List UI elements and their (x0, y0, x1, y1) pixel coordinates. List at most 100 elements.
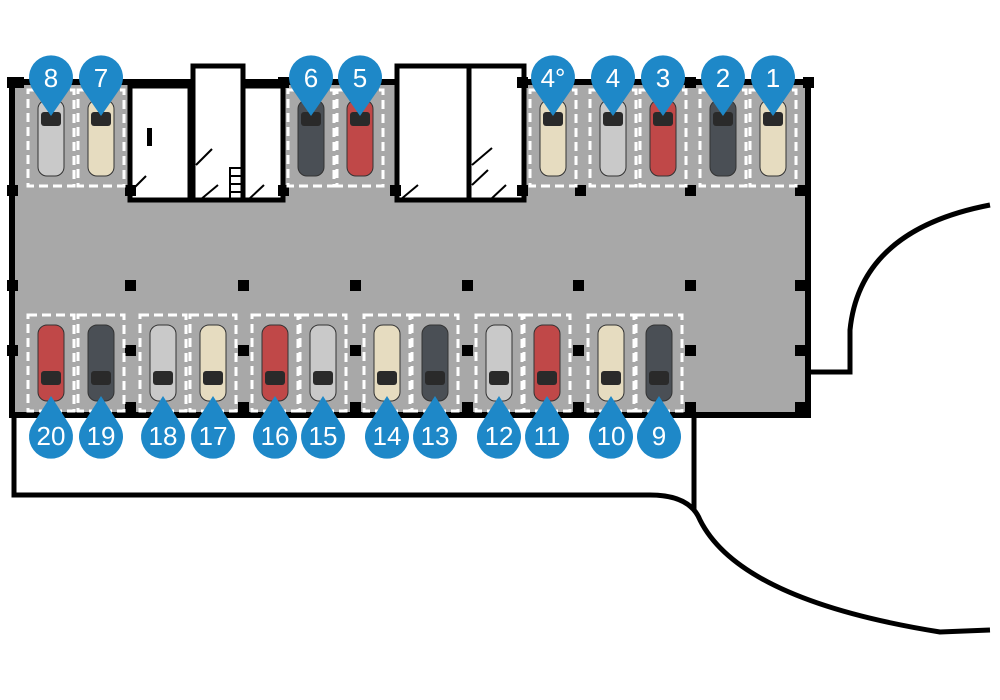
location-pin-icon[interactable] (337, 55, 382, 116)
parking-spot-11[interactable] (522, 313, 572, 413)
column (795, 185, 806, 196)
spot-number: 20 (36, 421, 66, 451)
column (573, 345, 584, 356)
spot-number: 14 (372, 421, 402, 451)
spot-number: 12 (484, 421, 514, 451)
parking-spot-12[interactable] (474, 313, 524, 413)
location-pin-icon[interactable] (477, 396, 522, 459)
column (125, 185, 136, 196)
column (795, 280, 806, 291)
spot-number: 9 (651, 421, 667, 451)
spot-number: 3 (655, 63, 671, 93)
service-rooms (127, 63, 527, 203)
column (238, 345, 249, 356)
car-windshield (713, 112, 733, 126)
column (7, 77, 18, 88)
spot-number: 4° (540, 63, 566, 93)
car-windshield (203, 371, 223, 385)
spot-number: 19 (86, 421, 116, 451)
location-pin-icon[interactable] (701, 55, 746, 116)
car-windshield (543, 112, 563, 126)
spot-number: 18 (148, 421, 178, 451)
parking-spot-17[interactable] (188, 313, 238, 413)
column (278, 77, 289, 88)
column (7, 280, 18, 291)
car (309, 324, 337, 402)
car-windshield (763, 112, 783, 126)
stairs (229, 167, 245, 201)
location-pin-icon[interactable] (289, 55, 333, 116)
column (685, 185, 696, 196)
column (573, 402, 584, 413)
spot-number: 5 (352, 63, 368, 93)
car (533, 324, 561, 402)
car-windshield (489, 371, 509, 385)
spot-number: 16 (260, 421, 290, 451)
column (685, 280, 696, 291)
car (199, 324, 227, 402)
location-pin-icon[interactable] (29, 55, 73, 116)
column (125, 345, 136, 356)
parking-spot-20[interactable] (26, 313, 76, 413)
location-pin-icon[interactable] (301, 396, 346, 459)
column (350, 280, 361, 291)
spot-number: 17 (198, 421, 228, 451)
car (149, 324, 177, 402)
column (7, 345, 18, 356)
location-pin-icon[interactable] (525, 396, 569, 459)
location-pin-icon[interactable] (253, 396, 298, 459)
spot-number: 10 (596, 421, 626, 451)
spot-number: 1 (765, 63, 781, 93)
car (485, 324, 513, 402)
location-pin-icon[interactable] (191, 396, 236, 459)
location-pin-icon[interactable] (141, 396, 185, 459)
parking-spot-10[interactable] (586, 313, 636, 413)
location-pin-icon[interactable] (591, 55, 635, 116)
car-windshield (313, 371, 333, 385)
column (238, 280, 249, 291)
column (462, 280, 473, 291)
spot-number: 4 (605, 63, 621, 93)
location-pin-icon[interactable] (29, 396, 73, 459)
car-windshield (603, 112, 623, 126)
location-pin-icon[interactable] (531, 55, 575, 116)
location-pin-icon[interactable] (641, 55, 685, 116)
door-swings (129, 147, 507, 201)
column (238, 402, 249, 413)
car-windshield (41, 112, 61, 126)
column (795, 345, 806, 356)
location-pin-icon[interactable] (588, 396, 633, 459)
spot-number: 13 (420, 421, 450, 451)
car-windshield (91, 371, 111, 385)
location-pin-icon[interactable] (365, 396, 409, 459)
location-pin-icon[interactable] (636, 396, 681, 459)
car-windshield (265, 371, 285, 385)
column (573, 280, 584, 291)
column (462, 345, 473, 356)
column (278, 185, 289, 196)
column (517, 77, 528, 88)
location-pin-icon[interactable] (751, 55, 796, 116)
car-windshield (153, 371, 173, 385)
car (645, 324, 673, 402)
column (125, 280, 136, 291)
column (685, 402, 696, 413)
location-pin-icon[interactable] (79, 396, 123, 459)
parking-spot-18[interactable] (138, 313, 188, 413)
access-ramp (11, 202, 991, 635)
location-pin-icon[interactable] (413, 396, 457, 459)
car (597, 324, 625, 402)
location-pin-icon[interactable] (78, 55, 123, 116)
car-windshield (91, 112, 111, 126)
car (87, 324, 115, 402)
car (37, 324, 65, 402)
column (803, 77, 814, 88)
column (575, 185, 586, 196)
spot-number: 2 (715, 63, 731, 93)
parking-spot-16[interactable] (250, 313, 300, 413)
car-windshield (41, 371, 61, 385)
parking-spot-13[interactable] (410, 313, 460, 413)
car-windshield (653, 112, 673, 126)
